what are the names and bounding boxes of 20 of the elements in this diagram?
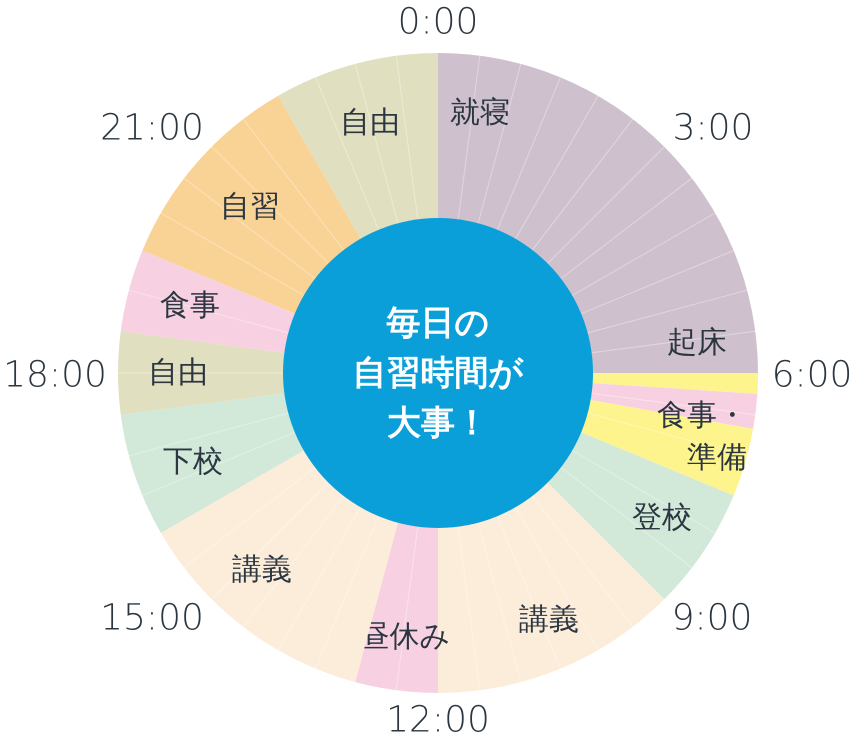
sector-label: 講義: [519, 601, 579, 639]
time-label: 18:00: [3, 354, 107, 396]
sector-label: 食事・準備: [656, 397, 747, 477]
time-label: 21:00: [100, 108, 204, 148]
sector-label: 講義: [232, 551, 292, 589]
time-label: 6:00: [772, 354, 852, 396]
sector-label: 自由: [148, 354, 208, 392]
time-label: 0:00: [398, 2, 478, 42]
sector-label: 就寝: [450, 94, 510, 132]
sector-label: 自習: [220, 188, 280, 226]
sector-label: 起床: [667, 324, 727, 362]
sector-label: 食事: [160, 287, 220, 325]
time-label: 3:00: [672, 108, 754, 148]
sector-label: 自由: [340, 104, 400, 142]
time-label: 15:00: [100, 598, 204, 638]
time-label: 9:00: [672, 598, 752, 638]
sector-label: 下校: [163, 443, 223, 481]
center-title: 毎日の自習時間が大事！: [352, 302, 524, 445]
time-label: 12:00: [386, 700, 490, 740]
sector-label: 登校: [632, 499, 692, 537]
